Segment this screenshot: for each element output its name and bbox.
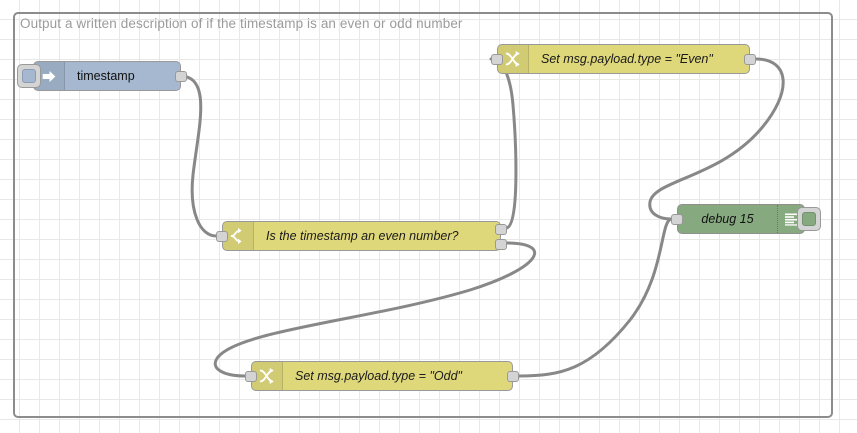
node-label-change-set-even: Set msg.payload.type = "Even" bbox=[541, 52, 713, 66]
output-port-switch-2[interactable] bbox=[495, 239, 507, 250]
inject-trigger-button-inner bbox=[22, 69, 36, 83]
output-port-change-odd[interactable] bbox=[507, 371, 519, 382]
node-inject-timestamp[interactable]: timestamp bbox=[17, 61, 187, 91]
node-label-debug-15: debug 15 bbox=[701, 212, 754, 226]
change-shuffle-icon bbox=[498, 45, 529, 73]
node-change-set-even[interactable]: Set msg.payload.type = "Even" bbox=[491, 44, 756, 74]
output-port-change-even[interactable] bbox=[744, 54, 756, 65]
input-port-debug[interactable] bbox=[671, 214, 683, 225]
input-port-switch[interactable] bbox=[216, 231, 228, 242]
node-label-change-set-odd: Set msg.payload.type = "Odd" bbox=[295, 369, 462, 383]
switch-icon bbox=[223, 222, 254, 250]
output-port-inject[interactable] bbox=[175, 71, 187, 82]
inject-trigger-button[interactable] bbox=[17, 64, 41, 88]
input-port-change-odd[interactable] bbox=[245, 371, 257, 382]
node-group-label: Output a written description of if the t… bbox=[20, 16, 463, 31]
node-group-box[interactable] bbox=[13, 12, 833, 418]
node-debug-15[interactable]: debug 15 bbox=[671, 204, 821, 234]
output-port-switch-1[interactable] bbox=[495, 224, 507, 235]
change-shuffle-icon bbox=[252, 362, 283, 390]
debug-lines-icon bbox=[777, 205, 804, 233]
node-label-switch-even-check: Is the timestamp an even number? bbox=[266, 229, 459, 243]
debug-toggle-button[interactable] bbox=[797, 207, 821, 231]
input-port-change-even[interactable] bbox=[491, 54, 503, 65]
node-switch-even-check[interactable]: Is the timestamp an even number? bbox=[216, 221, 507, 251]
node-label-inject-timestamp: timestamp bbox=[77, 69, 135, 83]
debug-toggle-button-inner bbox=[802, 212, 816, 226]
node-change-set-odd[interactable]: Set msg.payload.type = "Odd" bbox=[245, 361, 519, 391]
